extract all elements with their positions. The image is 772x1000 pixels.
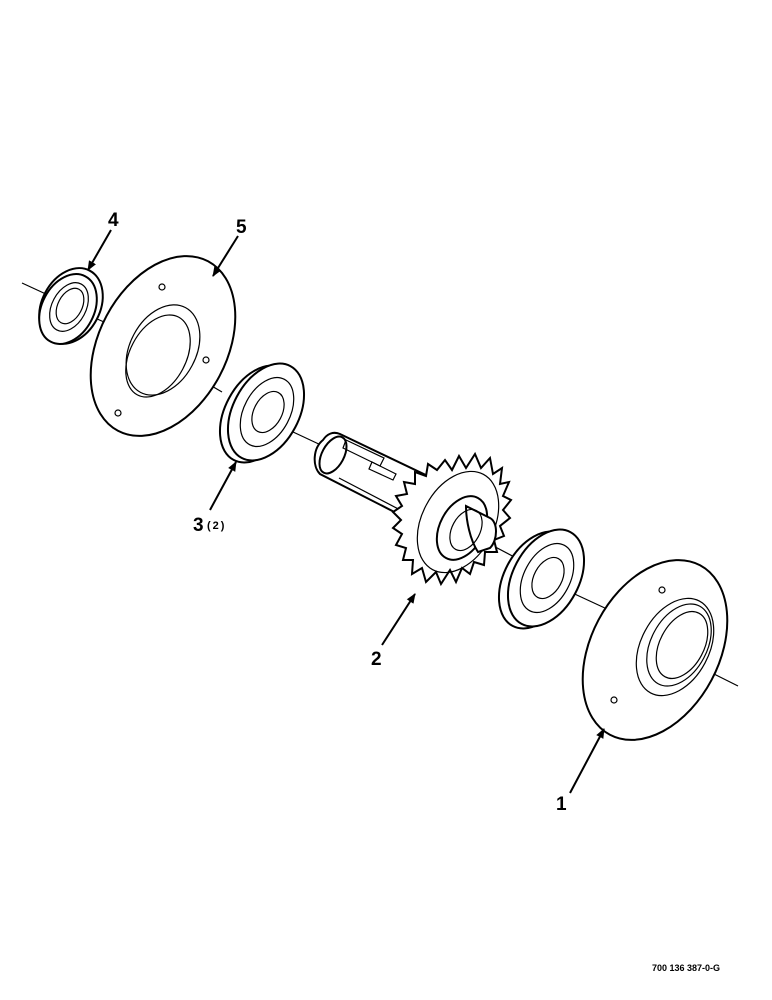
callout-3-quantity: (2) bbox=[207, 520, 226, 532]
part-1-flange bbox=[581, 559, 729, 741]
figure-reference-number: 700 136 387-0-G bbox=[652, 963, 720, 973]
leader-lines bbox=[87, 229, 605, 794]
callout-5: 5 bbox=[236, 217, 247, 238]
callout-4: 4 bbox=[108, 210, 119, 231]
part-3-bearing-upper bbox=[218, 362, 306, 464]
part-4-seal bbox=[38, 267, 104, 345]
part-5-flange bbox=[89, 255, 237, 437]
part-2-shaft-sprocket bbox=[313, 431, 513, 587]
callout-1: 1 bbox=[556, 794, 567, 815]
part-3-bearing-lower bbox=[497, 528, 586, 630]
callout-2: 2 bbox=[371, 649, 382, 670]
callout-3: 3 bbox=[193, 515, 204, 536]
